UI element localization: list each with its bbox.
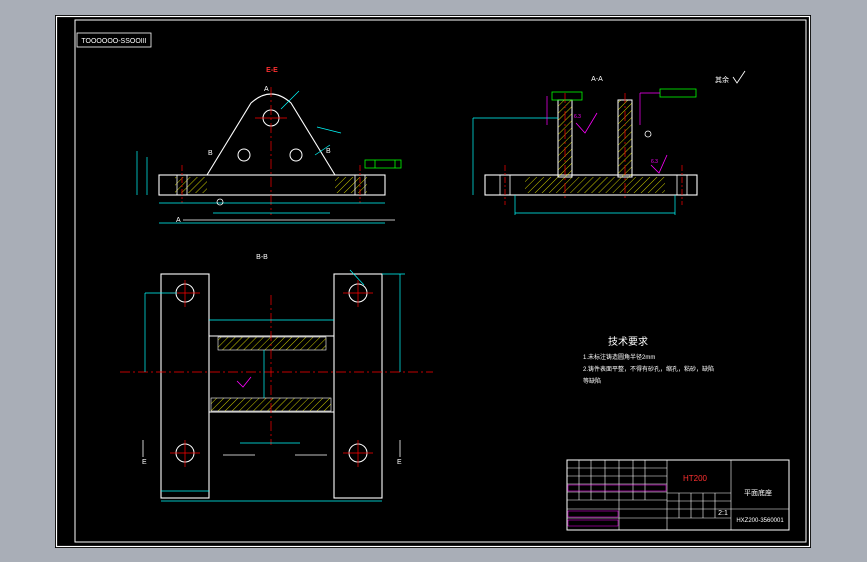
view-a-a: A-A 其余 6.3 6.3 bbox=[472, 70, 746, 215]
section-label-ee: E-E bbox=[266, 67, 278, 74]
inner-frame bbox=[74, 19, 807, 543]
ee-hatch-right bbox=[335, 177, 367, 193]
tech-req-title: 技术要求 bbox=[608, 335, 648, 348]
title-material: HT200 bbox=[683, 474, 708, 483]
section-marker-b-right: B bbox=[326, 148, 331, 155]
tech-requirements: 技术要求 1.未标注铸造圆角半径2mm 2.铸件表面平整，不得有砂孔，缩孔，粘砂… bbox=[583, 335, 714, 385]
section-marker-b-left: B bbox=[208, 150, 213, 157]
title-block: HT200 平面底座 2:1 HXZ200-3560001 bbox=[566, 459, 790, 531]
section-marker-a-top: A bbox=[264, 86, 269, 93]
ee-base-plate bbox=[158, 174, 386, 196]
cad-viewport[interactable]: TOOOOOO-SSOOIII E-E A A B B bbox=[55, 15, 811, 548]
tech-req-line-1: 1.未标注铸造圆角半径2mm bbox=[583, 353, 655, 361]
ee-leader bbox=[280, 90, 300, 110]
roughness-symbol-icon bbox=[732, 70, 746, 84]
view-e-e: E-E A A B B bbox=[136, 67, 402, 224]
section-label-bb: B-B bbox=[256, 254, 268, 261]
bb-hatch-top bbox=[217, 336, 327, 351]
aa-tolerance-frame-right bbox=[659, 88, 697, 98]
file-code-box bbox=[76, 32, 152, 48]
outer-frame bbox=[55, 15, 811, 548]
aa-hatch-base bbox=[525, 177, 665, 193]
title-part-name: 平面底座 bbox=[744, 488, 772, 497]
section-marker-e-right: E bbox=[397, 459, 402, 466]
aa-tolerance-frame-left bbox=[551, 91, 583, 101]
aa-roughness-icon bbox=[650, 154, 668, 174]
title-label-strip bbox=[567, 484, 667, 492]
title-block-border bbox=[566, 459, 790, 531]
view-b-b: B-B bbox=[120, 254, 433, 502]
bb-leader bbox=[349, 269, 365, 286]
title-drawing-number: HXZ200-3560001 bbox=[736, 518, 784, 524]
bb-middle-bar bbox=[208, 335, 335, 413]
section-marker-e-left: E bbox=[142, 459, 147, 466]
ee-datum-icon bbox=[216, 198, 224, 206]
ee-leader bbox=[316, 126, 342, 134]
title-label-strip bbox=[567, 510, 619, 518]
bb-roughness-icon bbox=[236, 376, 252, 388]
aa-base-plate bbox=[484, 174, 698, 196]
ee-tolerance-frame bbox=[364, 159, 402, 169]
tech-req-line-2: 2.铸件表面平整，不得有砂孔，缩孔，粘砂，缺陷 bbox=[583, 365, 714, 373]
aa-roughness-value-1: 6.3 bbox=[574, 114, 581, 120]
file-code: TOOOOOO-SSOOIII bbox=[81, 38, 146, 45]
section-marker-a-bottom: A bbox=[176, 217, 181, 224]
section-label-aa: A-A bbox=[591, 76, 603, 83]
engineering-drawing: TOOOOOO-SSOOIII E-E A A B B bbox=[55, 15, 811, 548]
ee-hole-right bbox=[289, 148, 303, 162]
title-label-strip bbox=[567, 519, 619, 527]
title-scale: 2:1 bbox=[718, 510, 728, 517]
surface-finish-note: 其余 bbox=[715, 75, 729, 84]
revision-grid bbox=[567, 460, 789, 530]
ee-hole-left bbox=[237, 148, 251, 162]
ee-leader bbox=[314, 144, 331, 156]
aa-roughness-icon bbox=[575, 112, 598, 134]
ee-hatch-left bbox=[175, 177, 207, 193]
aa-datum-icon bbox=[644, 130, 652, 138]
aa-roughness-value-2: 6.3 bbox=[651, 159, 658, 165]
tech-req-line-3: 等缺陷 bbox=[583, 377, 601, 385]
